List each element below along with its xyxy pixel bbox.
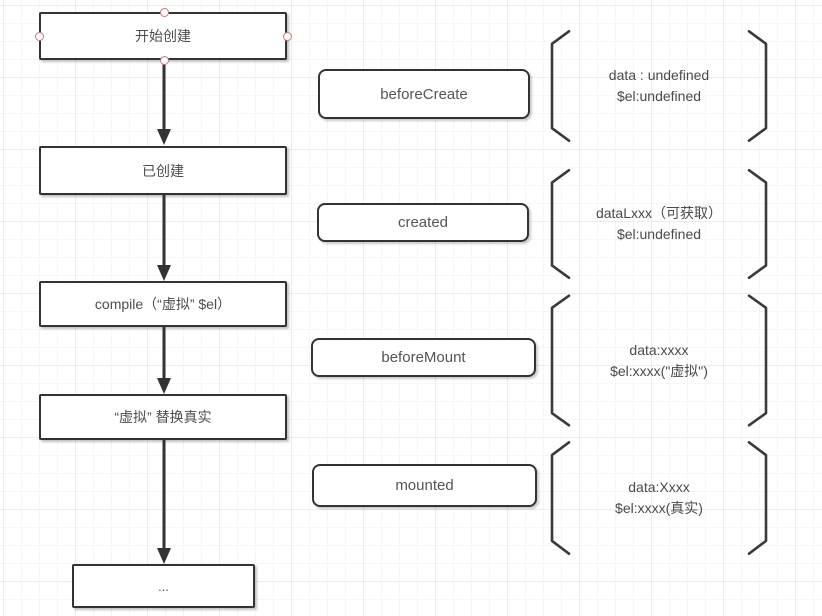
state-text: data:Xxxx $el:xxxx(真实) [548, 440, 770, 556]
flow-node-label: “虚拟” 替换真实 [114, 409, 212, 425]
state-bracket-beforecreate[interactable]: data : undefined $el:undefined [548, 29, 770, 143]
connector-arrow[interactable] [156, 327, 171, 394]
hook-label: mounted [395, 477, 454, 494]
state-text: data:xxxx $el:xxxx("虚拟") [548, 293, 770, 428]
arrow-head-icon [156, 265, 171, 281]
state-bracket-mounted[interactable]: data:Xxxx $el:xxxx(真实) [548, 440, 770, 556]
arrow-shaft [162, 327, 165, 381]
right-bracket-icon [746, 168, 770, 280]
connector-arrow[interactable] [156, 195, 171, 281]
state-line: $el:undefined [616, 226, 702, 242]
left-bracket-icon [548, 168, 572, 280]
flow-node-label: 开始创建 [135, 28, 191, 44]
state-line: data:xxxx [629, 341, 689, 358]
left-bracket-icon [548, 293, 572, 428]
selection-handle-bottom[interactable] [160, 56, 169, 65]
state-line: $el:xxxx(真实) [615, 500, 703, 516]
hook-label: beforeCreate [380, 85, 468, 103]
selection-handle-left[interactable] [35, 32, 44, 41]
connector-arrow[interactable] [156, 60, 171, 145]
flow-node-ellipsis[interactable]: ... [72, 564, 255, 608]
arrow-shaft [162, 195, 165, 268]
state-line: data:Xxxx [628, 479, 690, 495]
hook-node-created[interactable]: created [317, 203, 529, 242]
arrow-head-icon [156, 548, 171, 564]
hook-label: beforeMount [381, 349, 466, 366]
right-bracket-icon [746, 29, 770, 143]
state-line: data : undefined [608, 67, 710, 83]
right-bracket-icon [746, 440, 770, 556]
flow-node-label: compile（“虚拟” $el） [94, 296, 232, 312]
state-line: $el:xxxx("虚拟") [610, 362, 708, 379]
arrow-shaft [162, 440, 165, 551]
flow-node-replace-real[interactable]: “虚拟” 替换真实 [39, 394, 287, 440]
state-line: dataLxxx（可获取） [595, 205, 723, 221]
arrow-head-icon [156, 129, 171, 145]
selection-handle-right[interactable] [283, 32, 292, 41]
connector-arrow[interactable] [156, 440, 171, 564]
hook-node-beforemount[interactable]: beforeMount [311, 338, 536, 377]
arrow-head-icon [156, 378, 171, 394]
hook-node-mounted[interactable]: mounted [312, 464, 537, 507]
left-bracket-icon [548, 440, 572, 556]
flow-node-compile[interactable]: compile（“虚拟” $el） [39, 281, 287, 327]
right-bracket-icon [746, 293, 770, 428]
flow-node-created[interactable]: 已创建 [39, 146, 287, 195]
flow-node-label: ... [158, 578, 169, 594]
flow-node-start-create[interactable]: 开始创建 [39, 12, 287, 60]
hook-node-beforecreate[interactable]: beforeCreate [318, 69, 530, 119]
hook-label: created [397, 214, 449, 231]
state-line: $el:undefined [616, 88, 702, 104]
left-bracket-icon [548, 29, 572, 143]
state-text: data : undefined $el:undefined [548, 29, 770, 143]
state-bracket-created[interactable]: dataLxxx（可获取） $el:undefined [548, 168, 770, 280]
selection-handle-top[interactable] [160, 8, 169, 17]
flow-node-label: 已创建 [142, 162, 184, 179]
state-bracket-beforemount[interactable]: data:xxxx $el:xxxx("虚拟") [548, 293, 770, 428]
arrow-shaft [162, 60, 165, 132]
state-text: dataLxxx（可获取） $el:undefined [548, 168, 770, 280]
